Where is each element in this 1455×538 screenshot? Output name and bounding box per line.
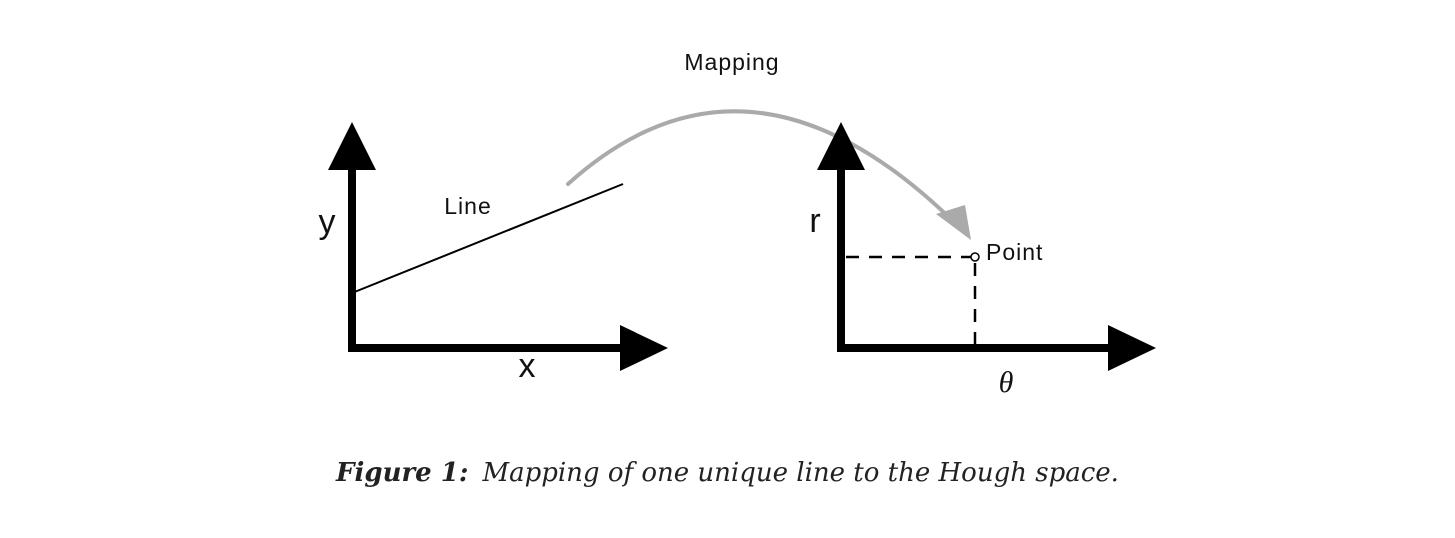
y-axis-arrowhead xyxy=(328,122,376,170)
caption-label: Figure 1: xyxy=(336,458,469,488)
r-axis-arrowhead xyxy=(817,122,865,170)
x-axis-label: x xyxy=(519,347,536,385)
x-axis-arrowhead xyxy=(620,325,668,371)
mapping-arc xyxy=(566,109,960,228)
point-label: Point xyxy=(986,239,1043,265)
r-axis-label: r xyxy=(809,202,820,240)
mapping-arrowhead xyxy=(936,205,971,240)
left-panel: y x Line xyxy=(319,122,668,385)
point-marker xyxy=(970,252,980,262)
mapping-label: Mapping xyxy=(684,49,779,75)
theta-axis-arrowhead xyxy=(1108,325,1156,371)
theta-axis-label: θ xyxy=(999,366,1014,399)
right-panel: r θ Point xyxy=(809,122,1156,399)
line-label: Line xyxy=(444,193,491,219)
y-axis-label: y xyxy=(319,203,336,241)
mapping-arrow xyxy=(566,109,971,240)
figure-caption: Figure 1: Mapping of one unique line to t… xyxy=(0,458,1455,488)
caption-text: Mapping of one unique line to the Hough … xyxy=(482,458,1119,488)
line xyxy=(351,183,624,294)
